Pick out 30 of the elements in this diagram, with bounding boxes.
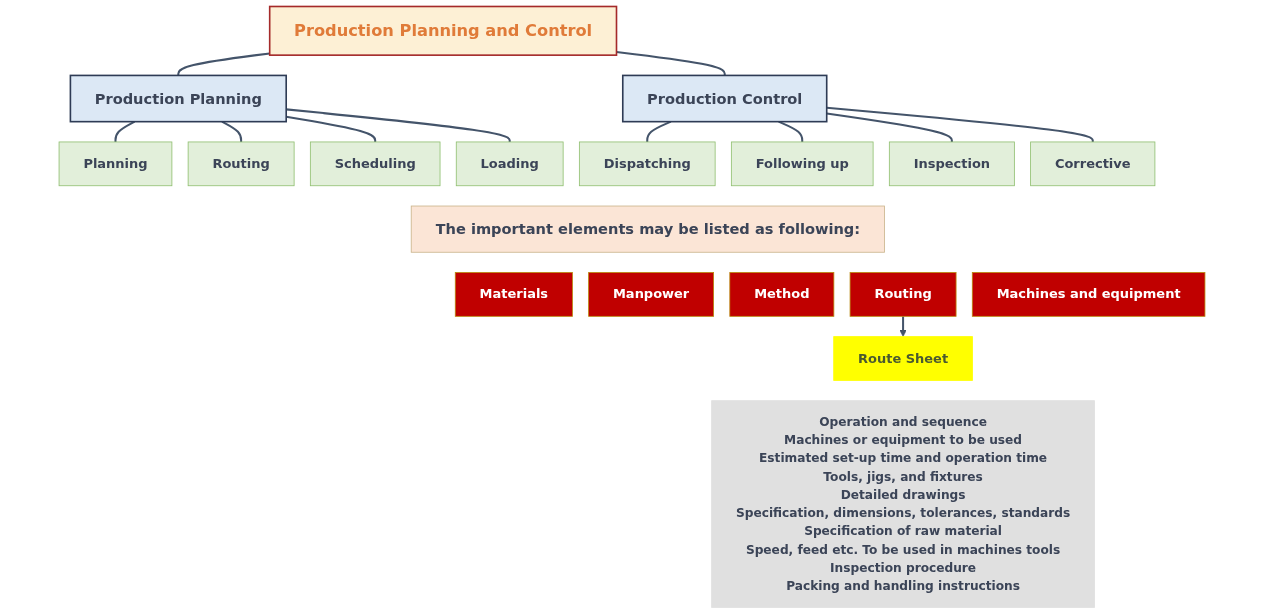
connector	[286, 115, 377, 142]
node-box	[971, 272, 1206, 317]
node-box	[1030, 141, 1156, 187]
node-box	[621, 74, 828, 123]
node-box	[268, 5, 618, 56]
connector	[286, 108, 511, 143]
node-box	[711, 400, 1095, 608]
node-box	[309, 141, 441, 187]
node-box	[58, 141, 173, 187]
connector	[221, 120, 243, 142]
node-box	[729, 272, 835, 317]
node-box	[888, 141, 1015, 187]
node-box	[455, 141, 564, 187]
connector	[177, 52, 270, 76]
connector	[616, 51, 726, 76]
node-box	[454, 272, 573, 317]
node-box	[187, 141, 295, 187]
arrow	[899, 316, 907, 337]
node-box	[849, 272, 957, 317]
connector	[646, 120, 672, 142]
node-box	[588, 272, 714, 317]
connector	[778, 120, 804, 142]
node-box	[578, 141, 716, 187]
connector	[114, 120, 136, 142]
node-box	[410, 205, 885, 253]
node-box	[730, 141, 874, 187]
node-box	[69, 74, 287, 123]
node-box	[833, 336, 973, 381]
connector	[826, 106, 1094, 143]
connector	[826, 112, 953, 142]
